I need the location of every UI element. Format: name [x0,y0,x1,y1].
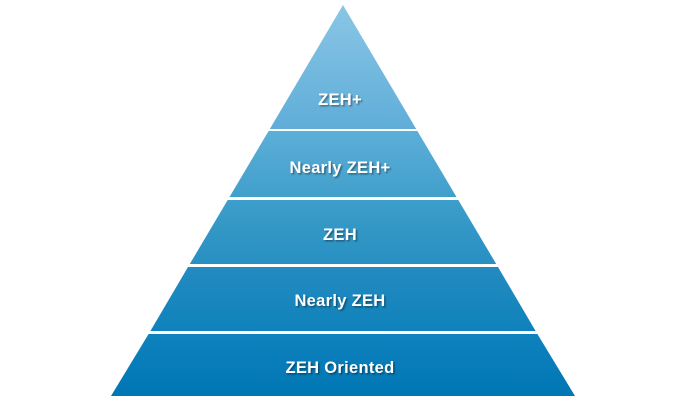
pyramid-level-4-shape [150,267,536,331]
pyramid-level-5-shape [111,334,575,396]
pyramid-level-1-shape [269,5,417,129]
pyramid-level-2-shape [229,131,457,197]
pyramid-level-3-shape [189,200,497,264]
